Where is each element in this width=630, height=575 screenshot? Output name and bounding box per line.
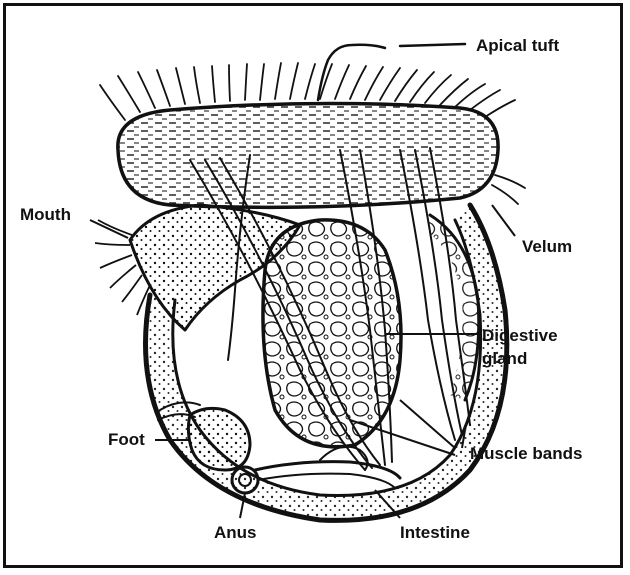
intestine	[255, 447, 400, 488]
label-muscle-bands: Muscle bands	[470, 444, 582, 463]
label-apical-tuft: Apical tuft	[476, 36, 559, 55]
label-mouth: Mouth	[20, 205, 71, 224]
velum-lobe	[118, 103, 498, 207]
apical-tuft	[318, 44, 465, 100]
label-foot: Foot	[108, 430, 145, 449]
label-digestive-gland-line2: gland	[482, 349, 527, 368]
label-velum: Velum	[522, 237, 572, 256]
label-intestine: Intestine	[400, 523, 470, 542]
label-anus: Anus	[214, 523, 257, 542]
label-digestive-gland-line1: Digestive	[482, 326, 558, 345]
